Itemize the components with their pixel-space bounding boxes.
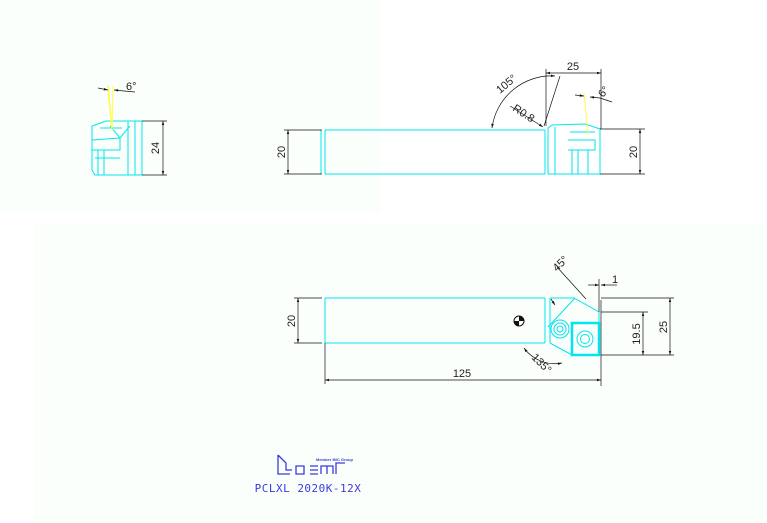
shank-width-dim: 20 [286,315,298,327]
overall-length-dim: 125 [453,368,471,380]
sheet-region [34,224,764,523]
logo-tagline: Member IMC Group [316,457,353,462]
height-25-dim: 25 [658,321,670,333]
shank-height-dim: 20 [276,146,288,158]
offset-dim: 1 [612,274,618,286]
center-mark-icon [513,315,525,327]
iscar-logo: Member IMC Group [277,454,353,475]
side-angle-dim: 6° [126,81,137,93]
sheet-region [0,0,380,212]
side-height-dim: 24 [150,142,162,154]
height-19-5-dim: 19.5 [631,323,643,344]
corner-radius-dim: R0.8 [510,102,536,125]
head-length-dim: 25 [567,61,579,73]
model-designation: PCLXL 2020K-12X [255,482,362,495]
side-view: 24 6° [91,81,167,176]
head-height-dim: 20 [628,146,640,158]
approach-angle-dim: 105° [494,72,519,96]
